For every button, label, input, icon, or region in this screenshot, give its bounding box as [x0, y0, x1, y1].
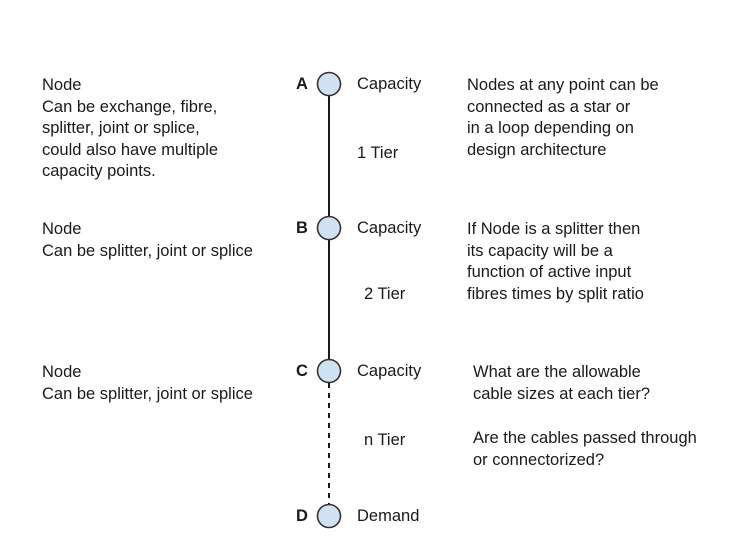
node-c-circle — [316, 358, 342, 384]
node-c-desc-line: Can be splitter, joint or splice — [42, 384, 253, 403]
node-a-circle — [316, 71, 342, 97]
node-d-label: Demand — [357, 507, 420, 525]
node-b-note-line: fibres times by split ratio — [467, 284, 644, 303]
node-b-desc-line: Node — [42, 220, 82, 238]
node-a-desc-line: could also have multiple — [42, 140, 219, 159]
node-a-note-line: Nodes at any point can be — [467, 76, 659, 94]
node-c-question: Are the cables passed through or connect… — [473, 428, 697, 471]
node-b-desc-line: Can be splitter, joint or splice — [42, 241, 253, 260]
node-b-note-line: function of active input — [467, 263, 632, 281]
node-c-note-line: What are the allowable — [473, 363, 641, 381]
node-c-note-line: cable sizes at each tier? — [473, 384, 651, 403]
node-b-letter: B — [296, 219, 308, 237]
node-b-label: Capacity — [357, 219, 422, 237]
node-a-note-line: in a loop depending on — [467, 119, 634, 137]
tier-n-label: n Tier — [364, 431, 406, 449]
node-a-note-line: design architecture — [467, 140, 607, 159]
node-a-desc-line: splitter, joint or splice, — [42, 119, 200, 137]
node-a-description: Node Can be exchange, fibre, splitter, j… — [42, 75, 218, 183]
node-c-description: Node Can be splitter, joint or splice — [42, 362, 253, 405]
node-b-description: Node Can be splitter, joint or splice — [42, 219, 253, 262]
node-a-letter: A — [296, 75, 308, 93]
node-a-desc-line: Node — [42, 76, 82, 94]
node-b-note: If Node is a splitter then its capacity … — [467, 219, 644, 305]
node-a-desc-line: capacity points. — [42, 162, 156, 180]
node-d-circle — [316, 503, 342, 529]
node-c-question-line: Are the cables passed through — [473, 429, 697, 447]
node-b-note-line: If Node is a splitter then — [467, 220, 641, 238]
node-c-desc-line: Node — [42, 363, 82, 381]
node-c-question-line: or connectorized? — [473, 450, 605, 469]
node-c-note: What are the allowable cable sizes at ea… — [473, 362, 650, 405]
tier-1-label: 1 Tier — [357, 144, 399, 162]
node-c-letter: C — [296, 362, 308, 380]
node-a-label: Capacity — [357, 75, 422, 93]
node-b-note-line: its capacity will be a — [467, 241, 613, 260]
node-d-letter: D — [296, 507, 308, 525]
node-b-circle — [316, 215, 342, 241]
node-c-label: Capacity — [357, 362, 422, 380]
node-a-desc-line: Can be exchange, fibre, — [42, 97, 218, 116]
node-a-note: Nodes at any point can be connected as a… — [467, 75, 659, 161]
node-a-note-line: connected as a star or — [467, 97, 631, 116]
tier-2-label: 2 Tier — [364, 285, 406, 303]
